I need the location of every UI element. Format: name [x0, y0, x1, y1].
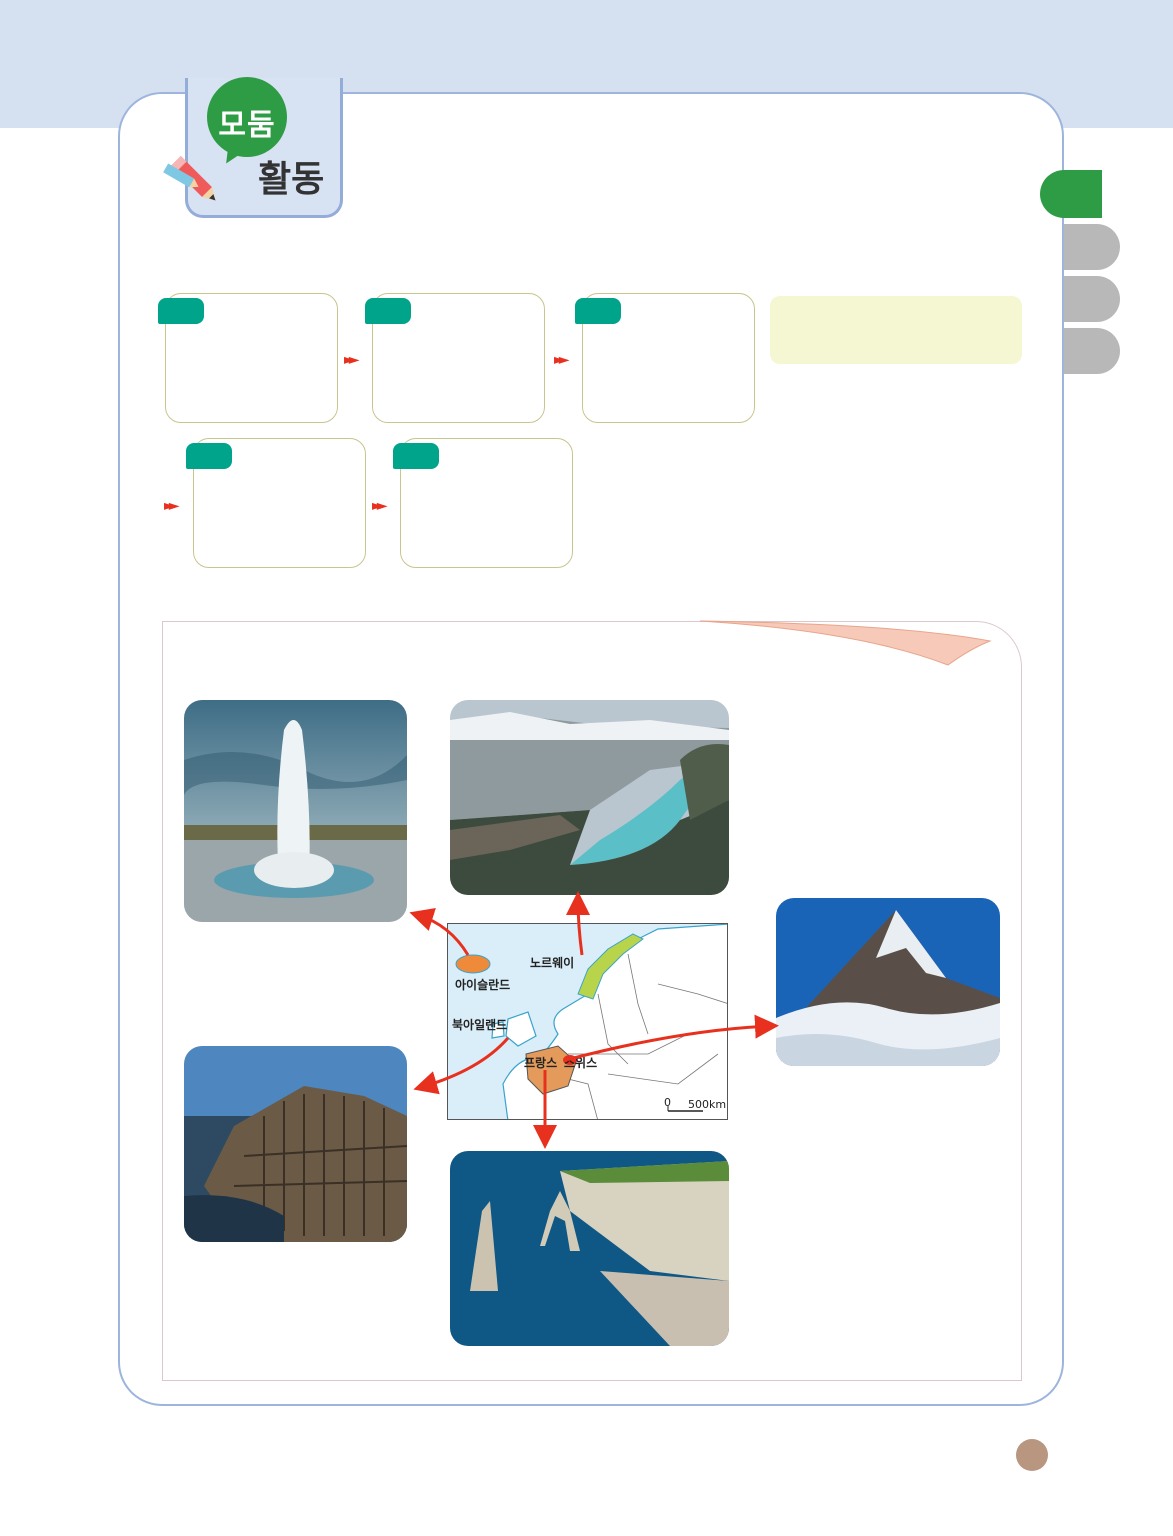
- next-arrow-icon: ►►: [344, 352, 359, 368]
- badge-title-line1: 모둠: [218, 108, 276, 143]
- map-scale-zero: 0: [664, 1096, 671, 1109]
- photo-panel: [162, 621, 1022, 1381]
- pencil-icon: [163, 155, 216, 201]
- next-arrow-icon: ►►: [164, 498, 179, 514]
- map-scale-distance: 500km: [688, 1098, 727, 1111]
- note-box: [770, 296, 1022, 364]
- photo-geyser: [184, 700, 407, 922]
- page-number-marker: [1016, 1439, 1048, 1471]
- map-label-northern-ireland: 북아일랜드: [452, 1018, 508, 1032]
- side-index-tab-active[interactable]: [1040, 170, 1102, 218]
- side-index-tab-3[interactable]: [1064, 276, 1120, 322]
- map-label-norway: 노르웨이: [530, 956, 575, 970]
- map-label-france: 프랑스: [524, 1056, 558, 1070]
- photo-fjord: [450, 700, 729, 895]
- step-label-5: [393, 443, 439, 469]
- step-label-3: [575, 298, 621, 324]
- photo-sea-cliffs: [450, 1151, 729, 1346]
- step-label-4: [186, 443, 232, 469]
- speech-bubble: [207, 77, 287, 157]
- step-label-2: [365, 298, 411, 324]
- europe-map: 아이슬란드 노르웨이 북아일랜드 프랑스 스위스 0 500km: [447, 923, 728, 1120]
- page-curl-decoration: [700, 620, 992, 666]
- badge-title-line2: 활동: [258, 159, 325, 200]
- photo-basalt-columns: [184, 1046, 407, 1242]
- next-arrow-icon: ►►: [554, 352, 569, 368]
- step-box-4: [193, 438, 366, 568]
- map-label-switzerland: 스위스: [564, 1056, 598, 1070]
- side-index-tab-2[interactable]: [1064, 224, 1120, 270]
- map-label-iceland: 아이슬란드: [455, 978, 511, 992]
- side-index-tab-4[interactable]: [1064, 328, 1120, 374]
- step-label-1: [158, 298, 204, 324]
- next-arrow-icon: ►►: [372, 498, 387, 514]
- photo-matterhorn: [776, 898, 1000, 1066]
